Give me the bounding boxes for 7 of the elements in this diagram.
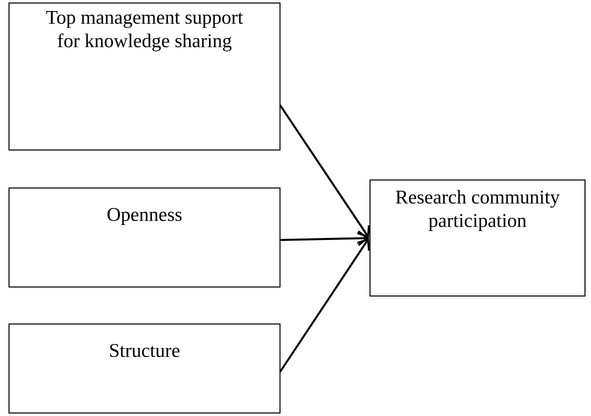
text-box: Top management support for knowledge sharing (8, 2, 280, 150)
arrow (279, 104, 370, 238)
text-box: Structure (8, 324, 280, 414)
arrow (279, 238, 370, 373)
text-box: Openness (8, 188, 280, 288)
arrow (280, 230, 369, 246)
text-box: Research community participation (370, 180, 586, 296)
